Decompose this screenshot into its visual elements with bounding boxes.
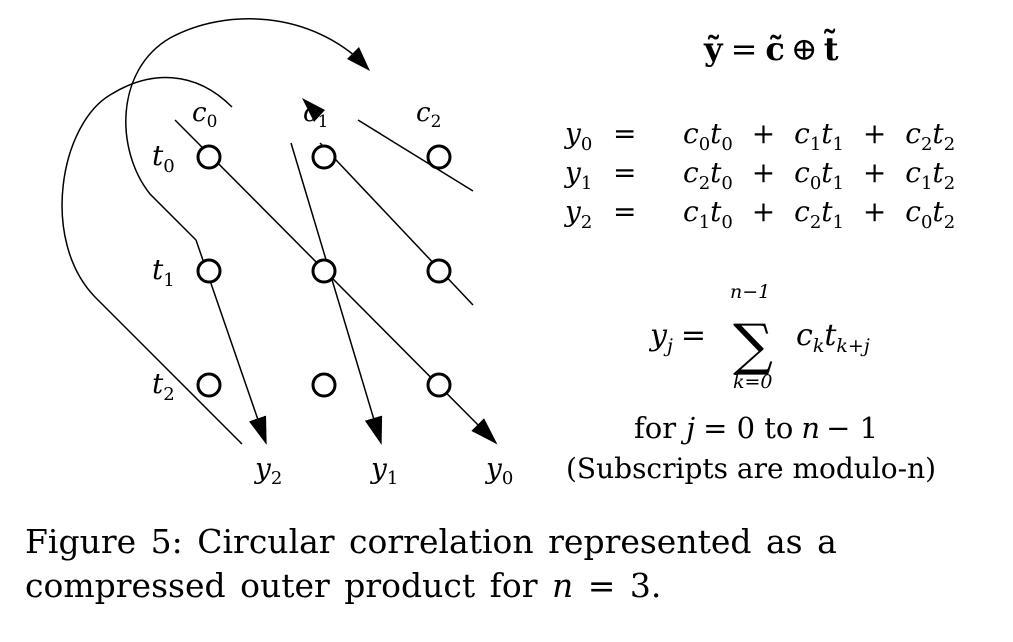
modulo-note: (Subscripts are modulo-n) — [566, 452, 936, 485]
diagram-canvas: c0 c1 c2 t0 t1 t2 y2 y1 y0 ỹ=c̃⊕t̃ y0= c… — [61, 18, 955, 489]
output-label: y1 — [369, 452, 398, 489]
multiplier-grid — [196, 144, 452, 398]
multiplier-node — [311, 258, 337, 284]
wrap-curve-outer — [61, 76, 243, 445]
arrowhead-wrap-outer — [302, 98, 325, 122]
multiplier-node — [196, 258, 222, 284]
figure-caption: Figure 5: Circular correlation represent… — [25, 520, 995, 608]
row-label: t0 — [152, 139, 175, 177]
wrap-curve-inner — [125, 18, 367, 241]
output-label: y0 — [484, 452, 513, 489]
sum-lhs: yj= — [648, 318, 706, 357]
multiplier-node — [196, 144, 222, 170]
arrowhead-wrap-inner — [347, 47, 370, 71]
multiplier-node — [426, 144, 452, 170]
sigma-symbol: ∑ — [733, 313, 773, 378]
row-label: t2 — [152, 367, 175, 405]
equation-line: y2= c1t0 + c2t1 + c0t2 — [563, 195, 955, 235]
expanded-equations: y0= c0t0 + c1t1 + c2t2 y1= c2t0 + c0t1 +… — [563, 117, 955, 235]
sum-upper-limit: n−1 — [730, 281, 770, 303]
multiplier-node — [311, 144, 337, 170]
row-label: t1 — [152, 253, 175, 291]
caption-label: Figure 5: — [25, 522, 183, 561]
output-flow-line — [174, 119, 498, 445]
column-label: c1 — [303, 98, 328, 132]
flow-lines — [174, 119, 498, 445]
multiplier-node — [196, 372, 222, 398]
multiplier-node — [311, 372, 337, 398]
equation-line: y0= c0t0 + c1t1 + c2t2 — [563, 117, 955, 157]
caption-math-var: n — [552, 566, 574, 605]
caption-math-rest: = 3. — [587, 566, 662, 605]
correlation-equation: ỹ=c̃⊕t̃ — [703, 29, 839, 68]
output-label: y2 — [253, 452, 282, 489]
multiplier-node — [426, 372, 452, 398]
caption-text: Circular correlation represented as a co… — [25, 522, 837, 605]
multiplier-node — [426, 258, 452, 284]
column-label: c0 — [192, 98, 217, 132]
sum-lower-limit: k=0 — [733, 371, 773, 393]
column-label: c2 — [416, 98, 441, 132]
sum-term: cktk+j — [796, 318, 870, 357]
wrap-flow-line — [357, 119, 474, 192]
column-labels: c0 c1 c2 — [192, 98, 441, 132]
row-labels: t0 t1 t2 — [152, 139, 175, 405]
summation-formula: yj= n−1 ∑ k=0 cktk+j — [648, 281, 870, 393]
output-labels: y2 y1 y0 — [253, 452, 513, 489]
equation-line: y1= c2t0 + c0t1 + c1t2 — [563, 156, 955, 196]
output-flow-line — [290, 142, 383, 445]
wrap-flow-line — [319, 142, 474, 306]
